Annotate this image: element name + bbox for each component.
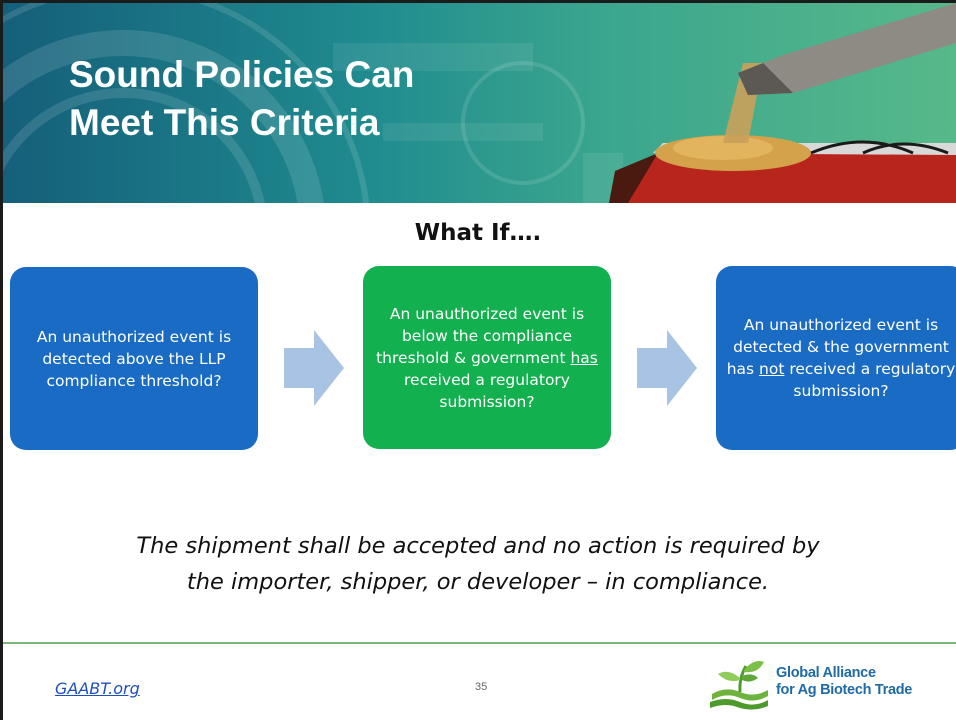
scenario-text: An unauthorized event is below the compl… bbox=[373, 303, 601, 413]
scenario-box-no-submission: An unauthorized event is detected & the … bbox=[716, 266, 956, 450]
slide-title: Sound Policies Can Meet This Criteria bbox=[69, 51, 414, 147]
page-number: 35 bbox=[475, 681, 488, 693]
scenario-text: An unauthorized event is detected & the … bbox=[726, 314, 956, 402]
grain-truck-photo bbox=[3, 3, 956, 203]
emphasis-not: not bbox=[759, 360, 785, 378]
conclusion-line-2: the importer, shipper, or developer – in… bbox=[186, 569, 770, 595]
header-banner: Sound Policies Can Meet This Criteria bbox=[3, 3, 956, 203]
scenario-text-part: An unauthorized event is detected & the … bbox=[726, 316, 949, 378]
right-arrow-icon bbox=[284, 330, 344, 406]
gaabt-logo: Global Alliance for Ag Biotech Trade bbox=[706, 656, 956, 712]
section-heading: What If…. bbox=[414, 220, 542, 246]
scenario-text-part: An unauthorized event is detected above … bbox=[36, 327, 232, 390]
plant-logo-icon bbox=[710, 661, 768, 710]
scenario-text: An unauthorized event is detected above … bbox=[20, 326, 248, 392]
logo-line-2: for Ag Biotech Trade bbox=[776, 682, 913, 698]
scenario-box-above-threshold: An unauthorized event is detected above … bbox=[10, 267, 258, 450]
conclusion-line-1: The shipment shall be accepted and no ac… bbox=[136, 533, 820, 559]
scenario-box-below-threshold: An unauthorized event is below the compl… bbox=[363, 266, 611, 449]
title-line-1: Sound Policies Can bbox=[69, 54, 415, 95]
slide-border-left bbox=[0, 0, 3, 720]
logo-wordmark: Global Alliance for Ag Biotech Trade bbox=[776, 665, 912, 699]
emphasis-has: has bbox=[570, 348, 598, 367]
logo-line-1: Global Alliance bbox=[776, 665, 876, 681]
scenario-text-part: received a regulatory submission? bbox=[784, 360, 956, 400]
footer-divider bbox=[3, 642, 956, 644]
right-arrow-icon bbox=[637, 330, 697, 406]
conclusion-text: The shipment shall be accepted and no ac… bbox=[40, 528, 916, 600]
scenario-text-part: An unauthorized event is below the compl… bbox=[376, 304, 585, 367]
slide-border-top bbox=[0, 0, 956, 3]
title-line-2: Meet This Criteria bbox=[69, 102, 380, 143]
scenario-text-part: received a regulatory submission? bbox=[404, 370, 570, 411]
gaabt-link[interactable]: GAABT.org bbox=[55, 679, 140, 698]
